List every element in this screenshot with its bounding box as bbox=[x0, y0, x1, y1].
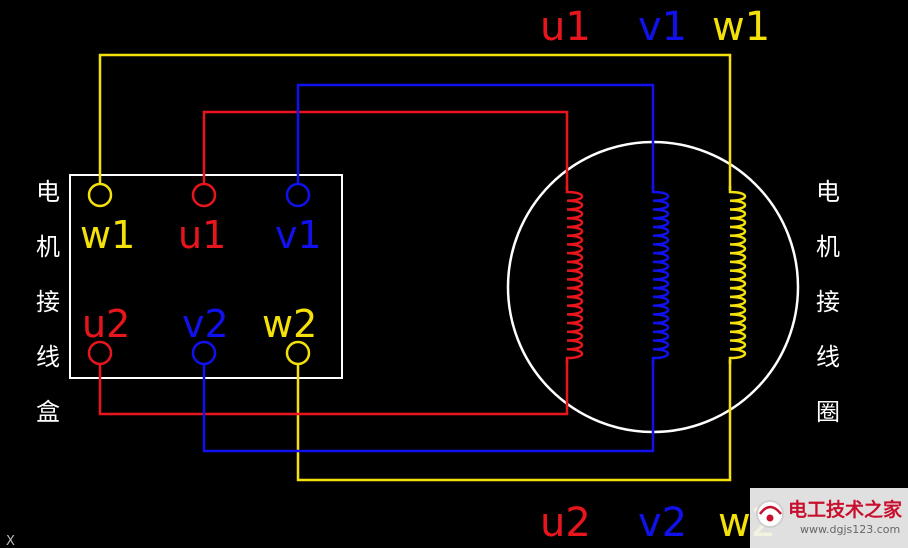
terminal-label-u1: u1 bbox=[178, 213, 226, 257]
terminal-box bbox=[69, 174, 343, 379]
terminal-v1 bbox=[285, 182, 311, 208]
w2-wire bbox=[296, 360, 732, 482]
right-caption-char: 机 bbox=[816, 233, 840, 261]
w-phase-coil bbox=[728, 186, 747, 364]
v2-wire bbox=[202, 360, 655, 453]
top-label-v1: v1 bbox=[638, 4, 687, 50]
right-caption-char: 接 bbox=[816, 288, 840, 316]
left-caption: 电 机 接 线 盒 bbox=[36, 178, 60, 426]
top-label-w1: w1 bbox=[712, 4, 770, 50]
v-phase-coil bbox=[651, 186, 670, 364]
bottom-label-u2: u2 bbox=[540, 500, 591, 546]
w1-wire bbox=[98, 53, 732, 190]
terminal-w1 bbox=[87, 182, 113, 208]
u2-wire bbox=[98, 360, 569, 416]
v-phase-wiring bbox=[202, 83, 655, 453]
terminal-u2 bbox=[87, 340, 113, 366]
v1-wire bbox=[296, 83, 655, 190]
terminal-label-w2: w2 bbox=[262, 302, 317, 346]
w-phase-wiring bbox=[98, 53, 732, 482]
u1-wire bbox=[202, 110, 569, 190]
left-caption-char: 接 bbox=[36, 288, 60, 316]
left-caption-char: 线 bbox=[36, 343, 60, 371]
corner-mark: X bbox=[6, 534, 15, 548]
left-caption-char: 电 bbox=[36, 178, 60, 206]
terminal-v2 bbox=[191, 340, 217, 366]
bottom-label-v2: v2 bbox=[638, 500, 687, 546]
terminal-label-v2: v2 bbox=[182, 302, 229, 346]
u-phase-wiring bbox=[98, 110, 569, 416]
right-caption: 电 机 接 线 圈 bbox=[816, 178, 840, 426]
left-caption-char: 盒 bbox=[36, 398, 60, 426]
right-caption-char: 线 bbox=[816, 343, 840, 371]
terminal-label-v1: v1 bbox=[275, 213, 322, 257]
terminal-label-u2: u2 bbox=[82, 302, 130, 346]
u-phase-coil bbox=[565, 186, 584, 364]
right-caption-char: 电 bbox=[816, 178, 840, 206]
top-label-u1: u1 bbox=[540, 4, 591, 50]
right-caption-char: 圈 bbox=[816, 398, 840, 426]
terminal-w2 bbox=[285, 340, 311, 366]
watermark-title: 电工技术之家 bbox=[788, 498, 903, 521]
watermark-logo-icon bbox=[756, 500, 784, 528]
terminal-u1 bbox=[191, 182, 217, 208]
watermark-url: www.dgjs123.com bbox=[800, 523, 900, 536]
terminal-label-w1: w1 bbox=[80, 213, 135, 257]
watermark: 电工技术之家 www.dgjs123.com bbox=[750, 488, 908, 548]
left-caption-char: 机 bbox=[36, 233, 60, 261]
